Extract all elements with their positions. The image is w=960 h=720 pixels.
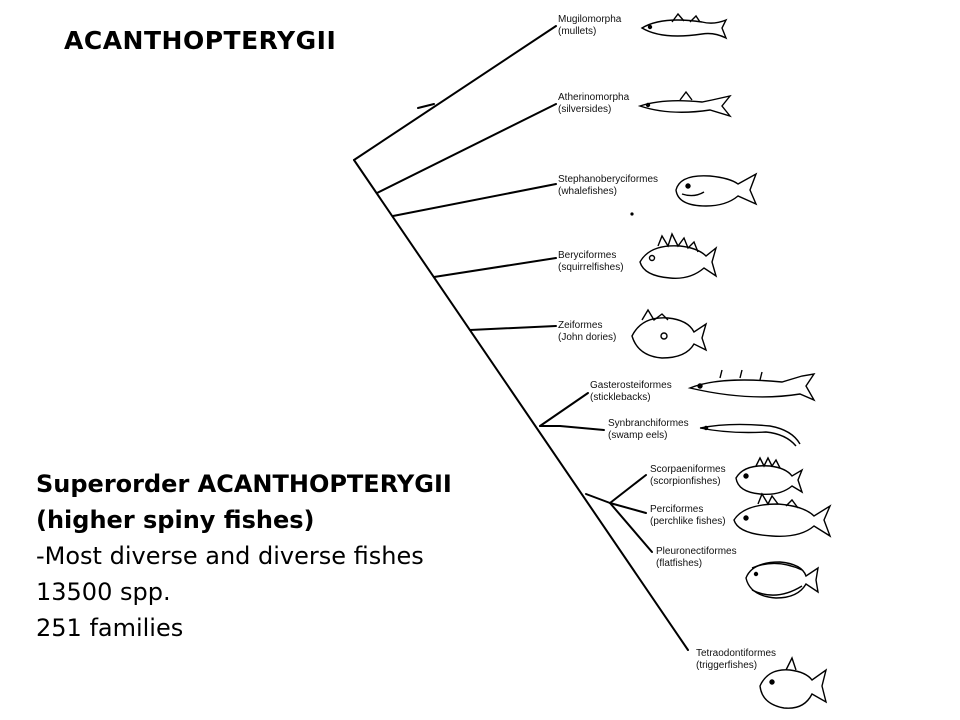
- branch-perciformes: [609, 502, 647, 514]
- branch-pleuronectiformes: [609, 502, 653, 553]
- taxon-label-perciformes: Perciformes (perchlike fishes): [650, 504, 726, 528]
- taxon-name: Synbranchiformes: [608, 418, 689, 429]
- perch-fish-icon: [733, 492, 832, 538]
- taxon-name: Atherinomorpha: [558, 92, 630, 103]
- taxon-common-name: (swamp eels): [608, 430, 668, 441]
- taxon-name: Gasterosteiformes: [590, 380, 672, 391]
- taxon-name: Scorpaeniformes: [650, 464, 726, 475]
- taxon-name: Mugilomorpha: [558, 14, 622, 25]
- branch-beryciformes: [433, 257, 557, 278]
- taxon-common-name: (squirrelfishes): [558, 262, 624, 273]
- taxon-label-zeiformes: Zeiformes (John dories): [558, 320, 616, 344]
- taxon-name: Zeiformes: [558, 320, 603, 331]
- taxon-name: Beryciformes: [558, 250, 617, 261]
- taxon-name: Perciformes: [650, 504, 704, 515]
- taxon-common-name: (triggerfishes): [696, 660, 758, 671]
- whalefish-fish-icon: [675, 172, 758, 207]
- taxon-label-synbranchiformes: Synbranchiformes (swamp eels): [608, 418, 689, 442]
- taxon-label-tetraodontiformes: Tetraodontiformes (triggerfishes): [696, 648, 776, 672]
- taxon-label-scorpaeniformes: Scorpaeniformes (scorpionfishes): [650, 464, 726, 488]
- john-dory-fish-icon: [631, 308, 708, 359]
- taxon-name: Stephanoberyciformes: [558, 174, 659, 185]
- branch-scorpaeniformes: [609, 474, 647, 504]
- taxon-common-name: (silversides): [558, 104, 612, 115]
- taxon-name: Pleuronectiformes: [656, 546, 737, 557]
- superorder-info: Superorder ACANTHOPTERYGII (higher spiny…: [36, 466, 452, 646]
- taxon-common-name: (perchlike fishes): [650, 516, 726, 527]
- info-family-count: 251 families: [36, 614, 184, 642]
- flatfish-fish-icon: [745, 561, 819, 599]
- branch-percomorph-stem: [585, 493, 611, 504]
- slide-title: ACANTHOPTERYGII: [64, 26, 337, 55]
- taxon-label-atherinomorpha: Atherinomorpha (silversides): [558, 92, 629, 116]
- taxon-label-beryciformes: Beryciformes (squirrelfishes): [558, 250, 624, 274]
- taxon-common-name: (scorpionfishes): [650, 476, 721, 487]
- info-diversity: -Most diverse and diverse fishes: [36, 542, 424, 570]
- branch-synbranchiformes: [559, 425, 605, 431]
- swamp-eel-fish-icon: [699, 423, 801, 447]
- branch-zeiformes: [469, 325, 557, 331]
- info-common-name: (higher spiny fishes): [36, 506, 315, 534]
- taxon-common-name: (mullets): [558, 26, 597, 37]
- silverside-fish-icon: [637, 90, 732, 118]
- branch-gasterosteiformes: [539, 392, 589, 427]
- taxon-common-name: (sticklebacks): [590, 392, 651, 403]
- scorpionfish-fish-icon: [735, 456, 804, 496]
- taxon-label-stephanoberyciformes: Stephanoberyciformes (whalefishes): [558, 174, 658, 198]
- branch-stephanoberyciformes: [392, 183, 557, 217]
- stickleback-fish-icon: [687, 369, 816, 402]
- branch-mugilomorpha: [353, 25, 557, 161]
- taxon-common-name: (John dories): [558, 332, 617, 343]
- taxon-common-name: (flatfishes): [656, 558, 703, 569]
- taxon-name: Tetraodontiformes: [696, 648, 777, 659]
- triggerfish-fish-icon: [759, 656, 828, 709]
- taxon-label-mugilomorpha: Mugilomorpha (mullets): [558, 14, 621, 38]
- stray-dot: [630, 212, 634, 216]
- mullet-fish-icon: [640, 12, 728, 40]
- fish-illustrations: [631, 12, 832, 709]
- info-species-count: 13500 spp.: [36, 578, 171, 606]
- taxon-common-name: (whalefishes): [558, 186, 617, 197]
- taxon-label-gasterosteiformes: Gasterosteiformes (sticklebacks): [590, 380, 672, 404]
- tree-main-stem: [353, 159, 689, 651]
- branch-atherinomorpha: [376, 103, 557, 194]
- taxon-label-pleuronectiformes: Pleuronectiformes (flatfishes): [656, 546, 737, 570]
- stray-mark: [417, 103, 435, 109]
- squirrelfish-fish-icon: [639, 232, 718, 279]
- info-superorder: Superorder ACANTHOPTERYGII: [36, 470, 452, 498]
